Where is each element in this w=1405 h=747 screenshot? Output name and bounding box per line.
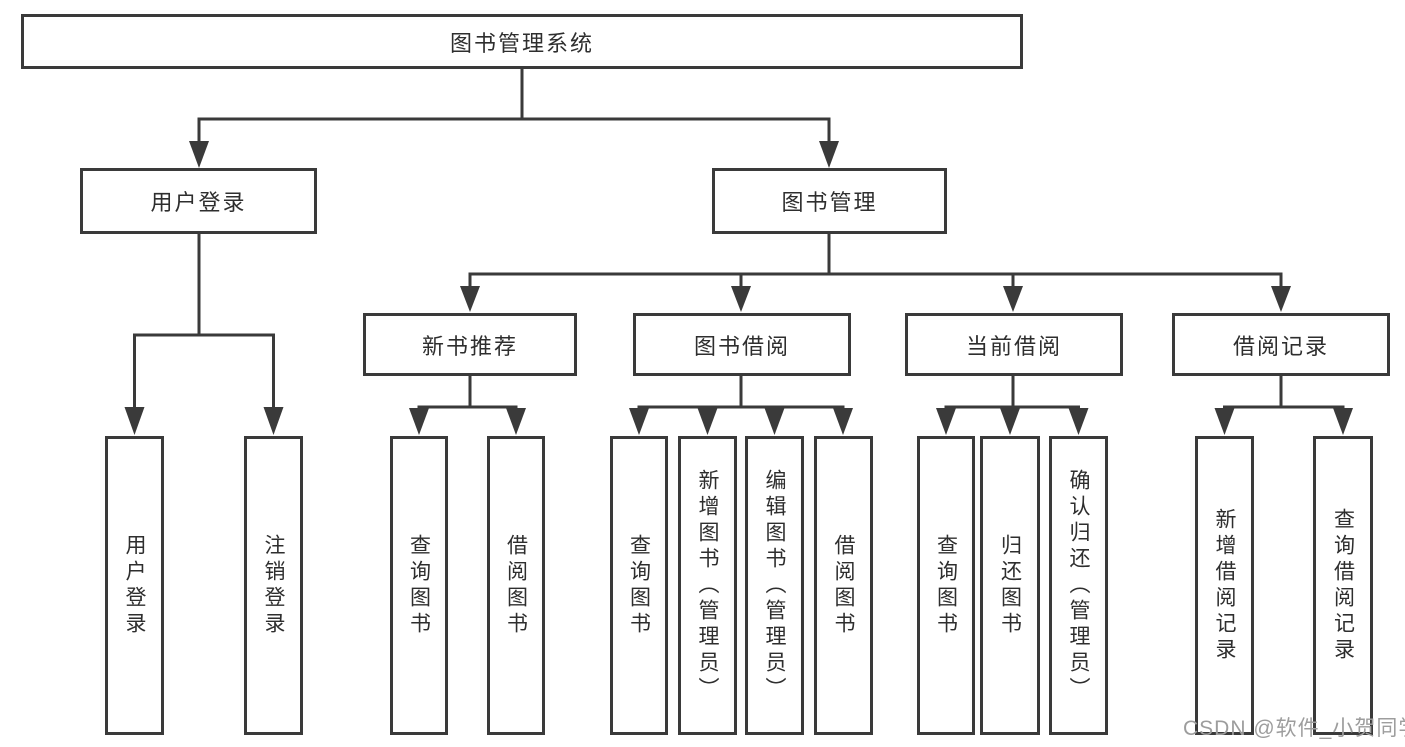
leaf-add-book-admin: 新增图书（管理员） xyxy=(678,436,737,735)
leaf-confirm-return-admin: 确认归还（管理员） xyxy=(1049,436,1108,735)
leaf-edit-book-admin: 编辑图书（管理员） xyxy=(745,436,804,735)
node-book-borrow: 图书借阅 xyxy=(633,313,851,376)
node-user-login: 用户登录 xyxy=(80,168,317,234)
leaf-query-book-recommend: 查询图书 xyxy=(390,436,448,735)
leaf-query-book-current: 查询图书 xyxy=(917,436,975,735)
node-current-borrow: 当前借阅 xyxy=(905,313,1123,376)
node-library-management-system: 图书管理系统 xyxy=(21,14,1023,69)
csdn-watermark: CSDN @软件_小贺同学 xyxy=(1183,717,1405,740)
leaf-logout: 注销登录 xyxy=(244,436,303,735)
leaf-query-book-borrow: 查询图书 xyxy=(610,436,668,735)
leaf-add-borrow-record: 新增借阅记录 xyxy=(1195,436,1254,735)
node-borrow-records: 借阅记录 xyxy=(1172,313,1390,376)
leaf-borrow-book: 借阅图书 xyxy=(814,436,873,735)
node-new-book-recommend: 新书推荐 xyxy=(363,313,577,376)
leaf-borrow-book-recommend: 借阅图书 xyxy=(487,436,545,735)
node-book-management: 图书管理 xyxy=(712,168,947,234)
leaf-user-login: 用户登录 xyxy=(105,436,164,735)
leaf-query-borrow-record: 查询借阅记录 xyxy=(1313,436,1373,735)
leaf-return-book: 归还图书 xyxy=(980,436,1040,735)
